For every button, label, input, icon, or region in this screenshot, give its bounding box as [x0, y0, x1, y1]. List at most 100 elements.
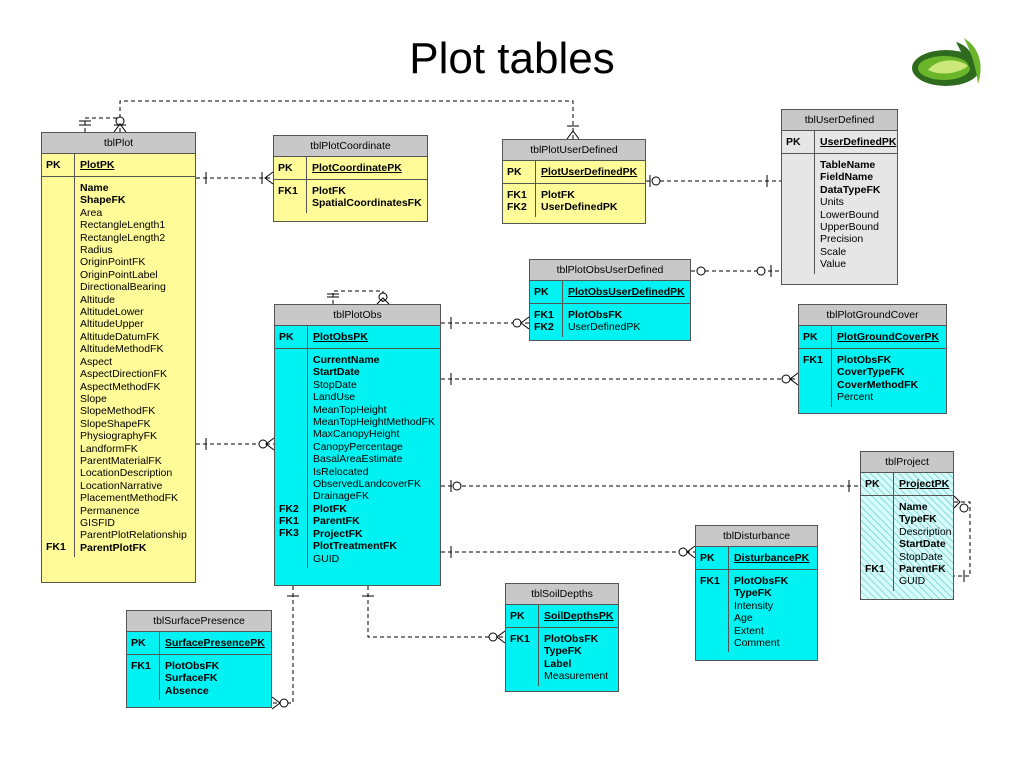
field-row: TypeFK: [734, 587, 772, 600]
field-row: PlacementMethodFK: [80, 492, 179, 505]
field-row: AltitudeMethodFK: [80, 343, 164, 356]
key-label: [46, 417, 74, 429]
table-header: tblDisturbance: [696, 526, 817, 547]
table-header: tblPlotUserDefined: [503, 140, 645, 161]
key-label: [803, 391, 831, 403]
field-row: Radius: [80, 244, 113, 257]
key-label: [786, 171, 814, 183]
field-row: StartDate: [899, 538, 946, 551]
key-label: [865, 513, 893, 525]
key-label: [46, 269, 74, 281]
key-label: [510, 658, 538, 670]
key-label: [46, 479, 74, 491]
field-row: SurfaceFK: [165, 672, 218, 685]
field-row: SlopeShapeFK: [80, 417, 151, 430]
primary-key: PlotObsPK: [307, 326, 440, 348]
primary-key: SoilDepthsPK: [538, 605, 618, 627]
key-label: FK1: [507, 189, 527, 201]
field-row: TypeFK: [899, 513, 937, 526]
pk-label: PK: [131, 637, 146, 649]
field-row: ObservedLandcoverFK: [313, 478, 421, 491]
field-row: IsRelocated: [313, 465, 369, 478]
table-header: tblPlotGroundCover: [799, 305, 946, 326]
key-list: FK1: [861, 496, 893, 591]
field-row: GUID: [313, 552, 340, 565]
field-row: AspectDirectionFK: [80, 368, 167, 381]
field-row: Measurement: [544, 670, 609, 683]
key-label: [46, 380, 74, 392]
key-list: FK1: [799, 349, 831, 407]
key-label: [279, 453, 307, 465]
pk-label: PK: [278, 162, 293, 174]
key-list: FK1: [127, 655, 159, 700]
key-label: [279, 552, 307, 564]
key-label: [786, 209, 814, 221]
table-tblPlotUserDefined[interactable]: tblPlotUserDefined PK PlotUserDefinedPK F…: [502, 139, 646, 224]
key-label: FK2: [507, 201, 527, 214]
field-row: ParentMaterialFK: [80, 454, 162, 467]
field-row: BasalAreaEstimate: [313, 453, 403, 466]
primary-key: PlotUserDefinedPK: [535, 161, 645, 183]
field-row: LandUse: [313, 391, 356, 404]
primary-key: PlotCoordinatePK: [306, 157, 427, 179]
key-label: [46, 467, 74, 479]
pk-label: PK: [510, 610, 525, 622]
field-row: UpperBound: [820, 221, 879, 234]
pk-label: PK: [534, 286, 549, 298]
key-label: FK2: [279, 502, 299, 515]
primary-key: PlotObsUserDefinedPK: [562, 281, 690, 303]
field-row: PlotFK: [313, 502, 347, 515]
key-label: [510, 645, 538, 657]
key-label: [46, 504, 74, 516]
key-label: [46, 355, 74, 367]
table-header: tblSurfacePresence: [127, 611, 271, 632]
primary-key: UserDefinedPK: [814, 131, 897, 153]
field-row: CoverTypeFK: [837, 366, 905, 379]
key-label: [46, 455, 74, 467]
key-label: [46, 405, 74, 417]
field-row: Label: [544, 657, 572, 670]
key-label: [786, 233, 814, 245]
field-row: MeanTopHeightMethodFK: [313, 416, 435, 429]
key-label: [131, 672, 159, 684]
pk-label: PK: [507, 166, 522, 178]
field-row: ProjectFK: [313, 527, 363, 540]
field-row: LandformFK: [80, 442, 138, 455]
field-row: PlotObsFK: [837, 354, 892, 366]
key-label: [786, 184, 814, 196]
pk-label: PK: [46, 159, 61, 171]
field-row: PlotFK: [312, 185, 346, 197]
table-tblSurfacePresence[interactable]: tblSurfacePresence PK SurfacePresencePK F…: [126, 610, 272, 708]
field-row: DataTypeFK: [820, 183, 881, 196]
field-row: Value: [820, 258, 847, 271]
table-header: tblPlot: [42, 133, 195, 154]
primary-key: SurfacePresencePK: [159, 632, 271, 654]
key-label: [279, 379, 307, 391]
key-label: [700, 600, 728, 612]
pk-label: PK: [786, 136, 801, 148]
field-row: Units: [820, 196, 844, 209]
field-row: ShapeFK: [80, 194, 126, 207]
key-label: [46, 318, 74, 330]
key-label: [46, 430, 74, 442]
key-label: FK1: [865, 562, 885, 575]
field-row: LocationDescription: [80, 467, 173, 480]
pk-label: PK: [279, 331, 294, 343]
field-row: Intensity: [734, 599, 774, 612]
key-label: FK2: [534, 321, 554, 334]
field-row: PlotObsFK: [734, 575, 789, 587]
pk-label: PK: [803, 331, 818, 343]
